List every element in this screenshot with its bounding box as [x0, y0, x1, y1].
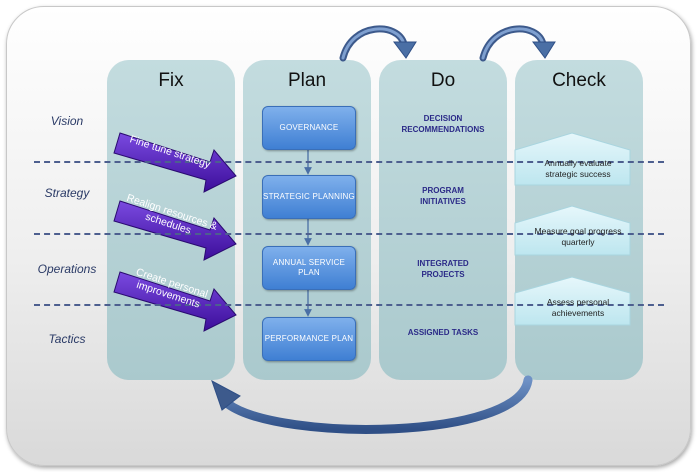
row-divider-1 — [34, 161, 664, 163]
row-label-tactics: Tactics — [48, 332, 86, 346]
row-label-vision: Vision — [50, 114, 84, 128]
row-label-operations: Operations — [37, 262, 97, 276]
cycle-arrow-plan-to-do — [339, 25, 417, 62]
check-item-annual: Annually evaluate strategic success — [544, 158, 612, 180]
check-arrow-2 — [514, 205, 631, 256]
column-do — [379, 60, 507, 380]
column-title-do: Do — [430, 70, 456, 91]
row-divider-2 — [34, 233, 664, 235]
do-item-decision: DECISION RECOMMENDATIONS — [401, 114, 485, 134]
fix-arrow-3 — [113, 271, 237, 332]
plan-box-performance-plan: PERFORMANCE PLAN — [262, 317, 356, 361]
column-title-fix: Fix — [158, 70, 184, 91]
check-arrow-3 — [514, 276, 631, 326]
do-item-program: PROGRAM INITIATIVES — [420, 186, 466, 206]
check-arrow-1 — [514, 132, 631, 186]
column-title-plan: Plan — [287, 70, 327, 91]
fix-arrow-2 — [113, 200, 237, 261]
plan-box-governance: GOVERNANCE — [262, 106, 356, 150]
do-item-integrated: INTEGRATED PROJECTS — [417, 259, 469, 279]
check-item-personal: Assess personal achievements — [546, 297, 610, 319]
check-item-quarterly: Measure goal progress quarterly — [534, 226, 622, 248]
cycle-arrow-do-to-check — [479, 25, 556, 62]
plan-box-annual-service-plan: ANNUAL SERVICE PLAN — [262, 246, 356, 290]
column-title-check: Check — [552, 70, 606, 91]
do-item-assigned: ASSIGNED TASKS — [407, 328, 479, 337]
row-divider-3 — [34, 304, 664, 306]
cycle-arrow-check-to-fix — [211, 375, 533, 434]
row-label-strategy: Strategy — [44, 186, 90, 200]
plan-box-strategic-planning: STRATEGIC PLANNING — [262, 175, 356, 219]
